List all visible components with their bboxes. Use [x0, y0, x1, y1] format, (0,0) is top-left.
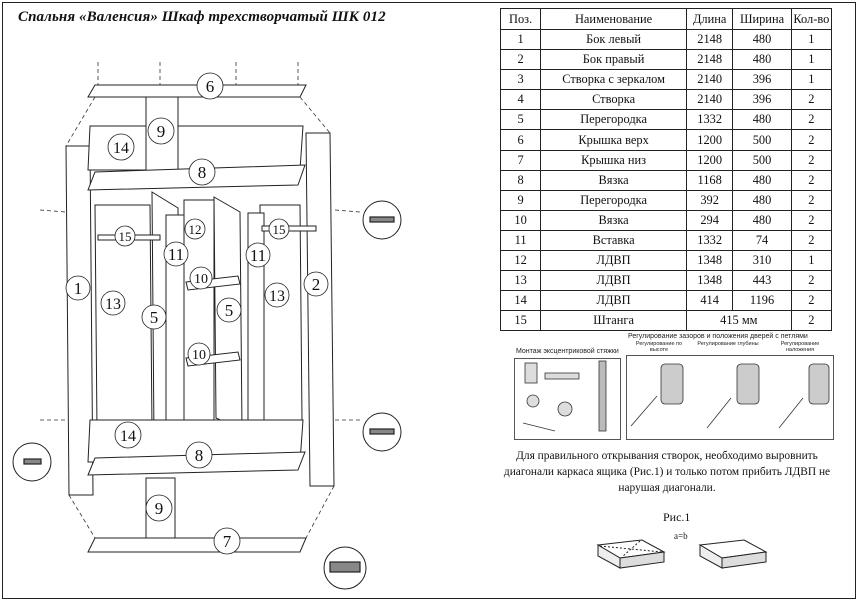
hinge-sub-overlay: Регулирование наложения — [780, 341, 820, 353]
hinge-illustration — [630, 363, 830, 429]
eccentric-illustration — [522, 360, 607, 432]
svg-text:15: 15 — [273, 222, 286, 237]
svg-text:5: 5 — [225, 301, 234, 320]
svg-text:14: 14 — [113, 140, 129, 157]
callout-13-left: 13 — [100, 290, 126, 316]
cell-name: Перегородка — [540, 189, 687, 211]
cell-pos: 11 — [499, 229, 542, 252]
callout-15-left: 15 — [114, 225, 136, 247]
callout-11-left: 11 — [163, 241, 189, 267]
svg-text:15: 15 — [119, 229, 132, 244]
svg-text:11: 11 — [250, 246, 266, 265]
cell-pos: 10 — [499, 209, 542, 231]
cell-name: Бок правый — [540, 49, 687, 71]
cell-pos: 12 — [499, 250, 542, 272]
callout-7: 7 — [213, 527, 241, 555]
callout-10-upper: 10 — [189, 266, 213, 290]
cell-length: 1332 — [685, 109, 734, 131]
page-title: Спальня «Валенсия» Шкаф трехстворчатый Ш… — [18, 9, 386, 25]
cell-qty: 2 — [790, 310, 833, 332]
svg-text:6: 6 — [206, 77, 215, 96]
svg-text:14: 14 — [120, 428, 136, 445]
hinge-sub-depth: Регулирование глубины — [697, 341, 759, 347]
cell-length: 1168 — [685, 169, 734, 191]
cell-length: 2148 — [685, 49, 734, 71]
callout-6: 6 — [196, 72, 224, 100]
figure1-equation: a=b — [674, 531, 688, 541]
cell-length: 2140 — [685, 89, 734, 111]
cell-name: Крышка верх — [540, 129, 687, 151]
callout-9: 9 — [147, 117, 175, 145]
callout-2: 2 — [303, 271, 329, 297]
cell-length: 1348 — [685, 250, 734, 272]
svg-text:9: 9 — [157, 122, 166, 141]
cell-pos: 5 — [499, 109, 542, 131]
callout-11-right: 11 — [245, 242, 271, 268]
callout-12: 12 — [184, 218, 206, 240]
svg-text:10: 10 — [194, 272, 208, 287]
hinge-figure — [626, 355, 834, 440]
header-width: Ширина — [732, 8, 792, 30]
svg-text:10: 10 — [192, 348, 206, 363]
cell-pos: 15 — [499, 310, 542, 332]
callout-14-bottom: 14 — [114, 421, 142, 449]
callout-14: 14 — [107, 133, 135, 161]
cell-length: 1200 — [685, 149, 734, 171]
callout-8: 8 — [188, 158, 216, 186]
callout-5-right: 5 — [216, 297, 242, 323]
svg-text:9: 9 — [155, 499, 164, 518]
svg-text:7: 7 — [223, 532, 232, 551]
svg-text:5: 5 — [150, 308, 159, 327]
callout-8-bottom: 8 — [185, 441, 213, 469]
svg-text:13: 13 — [269, 288, 285, 305]
assembly-note: Для правильного открывания створок, необ… — [503, 450, 831, 494]
cell-width: 480 — [732, 28, 792, 51]
cell-name: Крышка низ — [540, 149, 687, 171]
hinge-sub-height: Регулирование по высоте — [635, 341, 683, 353]
figure1-label: Рис.1 — [663, 510, 691, 524]
cell-name: Штанга — [540, 310, 687, 332]
eccentric-figure — [514, 358, 621, 440]
svg-text:13: 13 — [105, 296, 121, 313]
svg-text:1: 1 — [74, 279, 83, 298]
svg-text:8: 8 — [198, 163, 207, 182]
svg-text:2: 2 — [312, 275, 321, 294]
svg-text:8: 8 — [195, 446, 204, 465]
callout-9-bottom: 9 — [145, 494, 173, 522]
svg-text:12: 12 — [189, 222, 202, 237]
cell-size: 415 мм — [685, 310, 792, 332]
table-row: 15 Штанга 415 мм 2 — [499, 310, 833, 332]
callout-1: 1 — [65, 275, 91, 301]
svg-text:11: 11 — [168, 245, 184, 264]
cell-length: 2140 — [685, 69, 734, 91]
eccentric-caption: Монтаж эксцентриковой стяжки — [516, 348, 619, 355]
callout-10-lower: 10 — [187, 342, 211, 366]
callout-15-right: 15 — [268, 218, 290, 240]
callout-13-right: 13 — [264, 282, 290, 308]
callout-5-left: 5 — [141, 304, 167, 330]
cell-length: 1200 — [685, 129, 734, 151]
left-side-panel — [65, 145, 94, 496]
hinge-caption: Регулирование зазоров и положения дверей… — [628, 333, 808, 340]
